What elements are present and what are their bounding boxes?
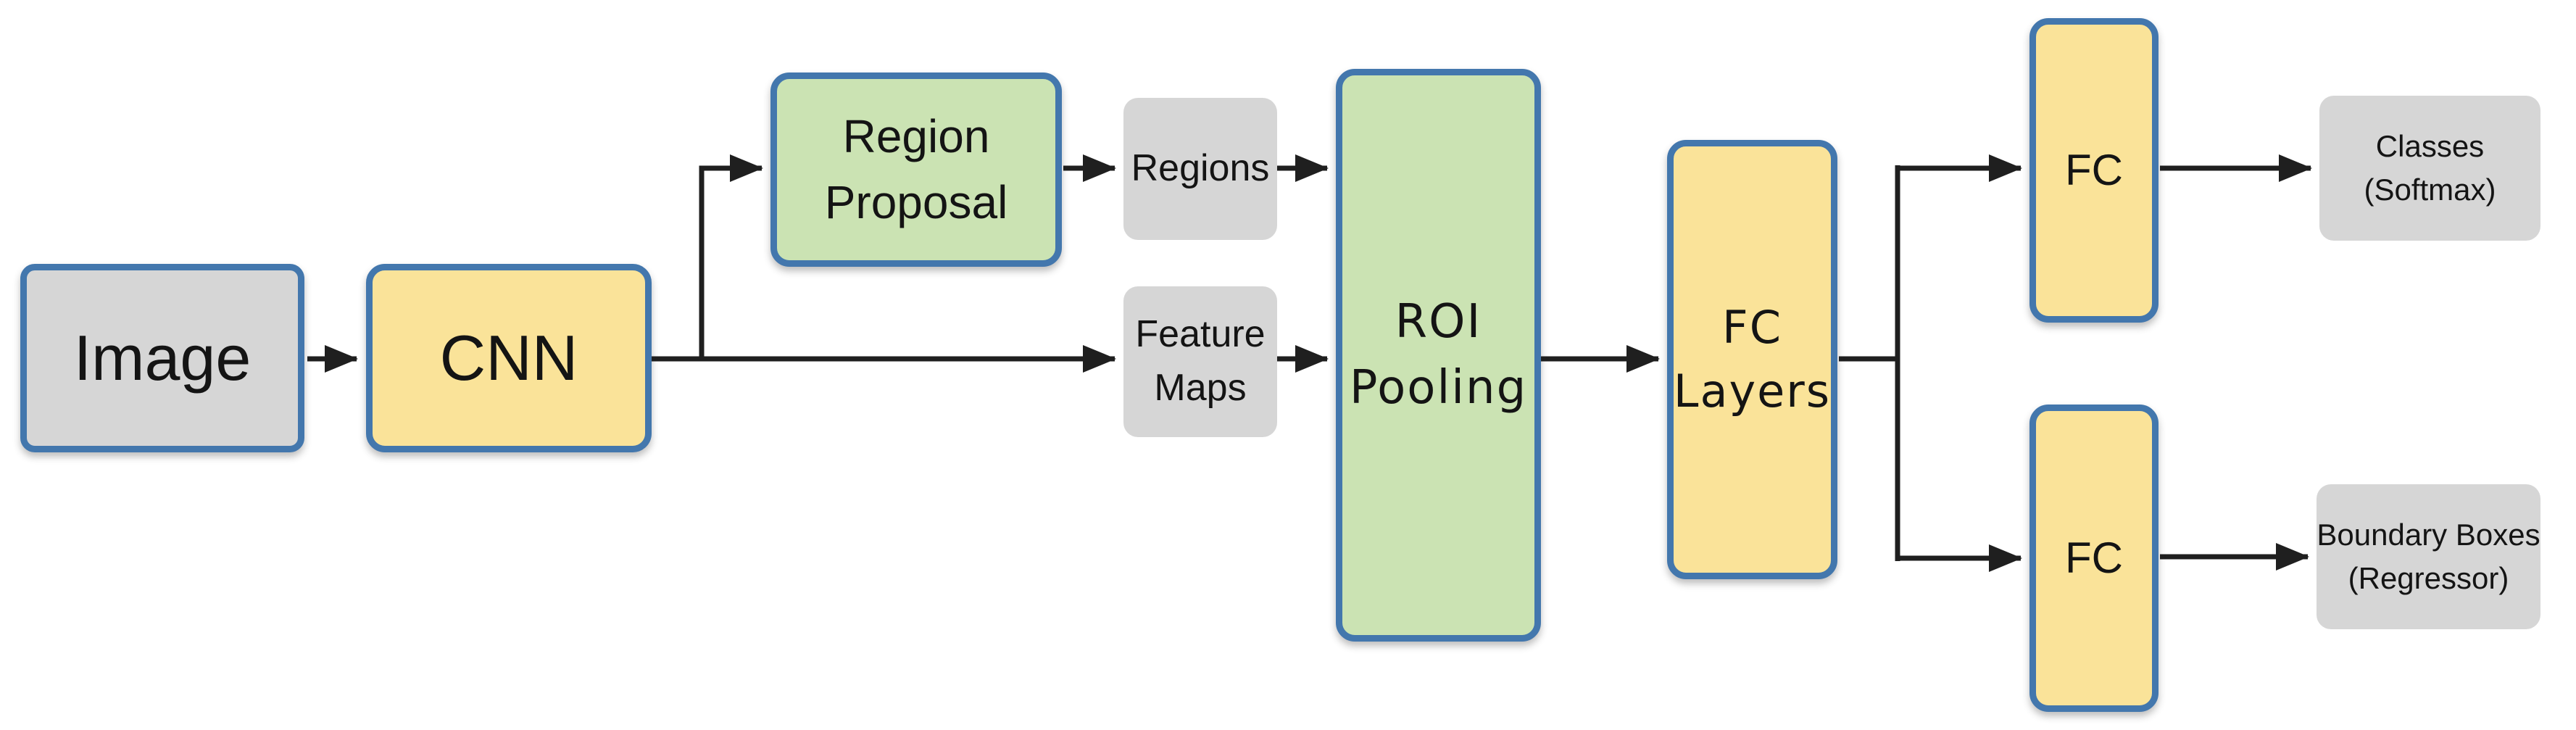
fc-bottom-node: FC bbox=[2029, 405, 2159, 712]
boundary-boxes-regressor-output-label: Boundary Boxes (Regressor) bbox=[2317, 484, 2540, 629]
regions-label: Regions bbox=[1123, 98, 1277, 240]
cnn-node: CNN bbox=[366, 264, 652, 452]
image-node: Image bbox=[20, 264, 304, 452]
fc-top-node: FC bbox=[2029, 18, 2159, 323]
edge-branch-to-region-proposal bbox=[699, 154, 763, 359]
fc-layers-node: FC Layers bbox=[1667, 140, 1837, 579]
classes-softmax-output-label: Classes (Softmax) bbox=[2319, 96, 2540, 241]
roi-pooling-node: ROI Pooling bbox=[1336, 69, 1541, 642]
region-proposal-node: Region Proposal bbox=[770, 72, 1062, 267]
feature-maps-label: Feature Maps bbox=[1123, 286, 1277, 437]
